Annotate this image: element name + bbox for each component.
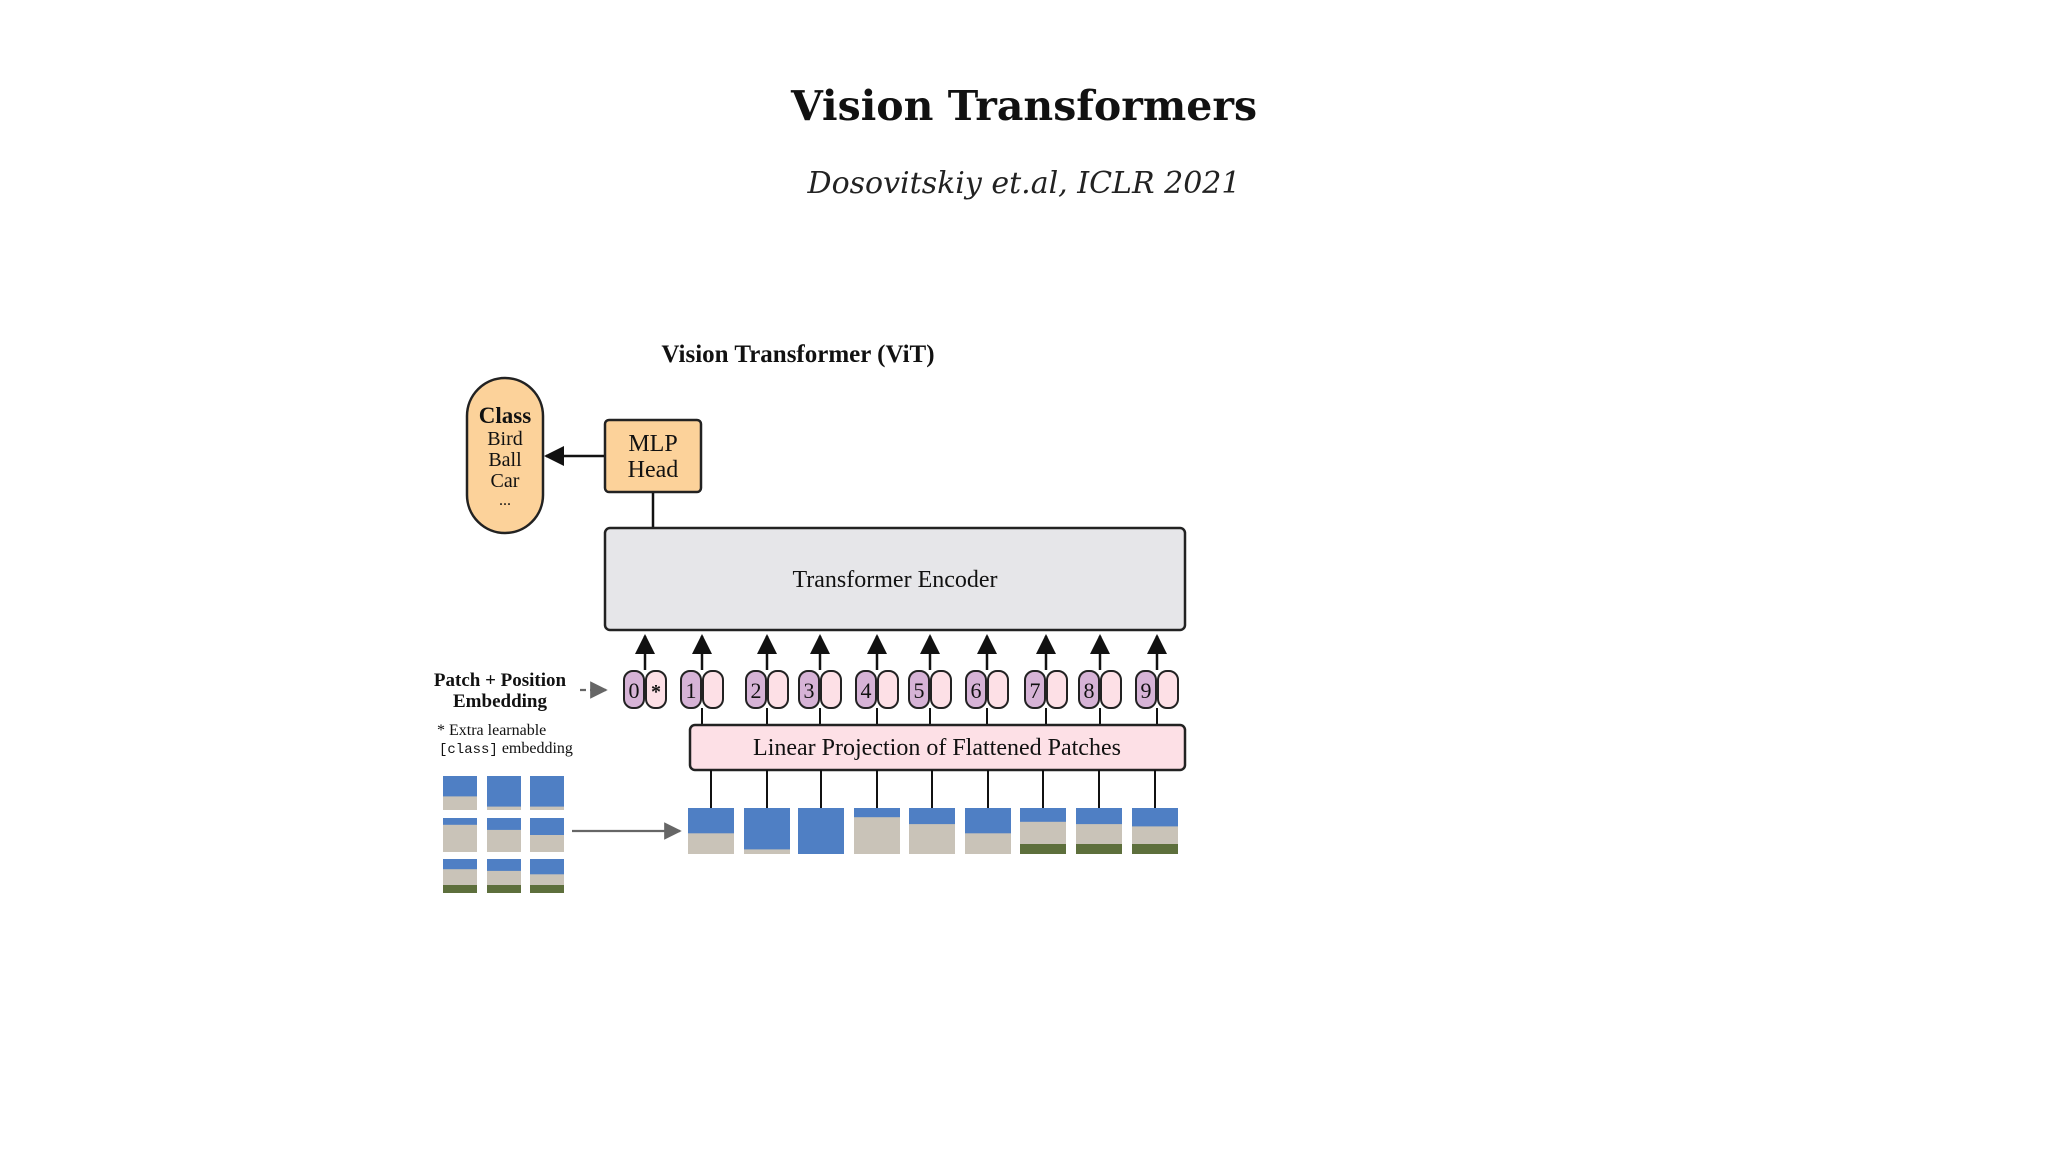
position-embedding-2 <box>745 670 767 709</box>
grid-patch-sky-2-2 <box>530 859 564 875</box>
position-embedding-8 <box>1078 670 1100 709</box>
class-embedding-note-rest: embedding <box>498 740 573 757</box>
patch-embedding-7 <box>1046 670 1068 709</box>
token-index-1: 1 <box>686 678 697 703</box>
grid-patch-sky-1-1 <box>487 818 521 830</box>
token-index-9: 9 <box>1141 678 1152 703</box>
patch-embedding-4 <box>877 670 899 709</box>
image-patch-sky-1 <box>688 808 734 834</box>
position-embedding-9 <box>1135 670 1157 709</box>
class-token-code: [class] <box>439 742 498 758</box>
grid-patch-ground-2-2 <box>530 885 564 893</box>
token-index-6: 6 <box>971 678 982 703</box>
patch-embedding-2 <box>767 670 789 709</box>
position-embedding-4 <box>855 670 877 709</box>
patch-embedding-5 <box>930 670 952 709</box>
image-patch-sky-4 <box>854 808 900 818</box>
class-item-bird: Bird <box>487 428 523 450</box>
class-embedding-note-line2: [class] embedding <box>439 740 573 758</box>
position-embedding-3 <box>798 670 820 709</box>
slide-title: Vision Transformers <box>790 82 1258 130</box>
image-patch-sky-7 <box>1020 808 1066 822</box>
grid-patch-ground-2-1 <box>487 885 521 893</box>
source-image-grid <box>443 776 564 893</box>
position-embedding-5 <box>908 670 930 709</box>
token-index-5: 5 <box>914 678 925 703</box>
position-embedding-0 <box>623 670 645 709</box>
position-embedding-1 <box>680 670 702 709</box>
grid-patch-sky-0-1 <box>487 776 521 807</box>
grid-patch-sky-0-0 <box>443 776 477 797</box>
token-index-4: 4 <box>861 678 872 703</box>
linear-projection-label: Linear Projection of Flattened Patches <box>753 735 1121 761</box>
class-item-more: ... <box>499 492 511 509</box>
image-patch-ground-9 <box>1132 844 1178 854</box>
slide-subtitle: Dosovitskiy et.al, ICLR 2021 <box>807 166 1241 201</box>
patch-embedding-1 <box>702 670 724 709</box>
patch-embedding-3 <box>820 670 842 709</box>
patch-embedding-0 <box>645 670 667 709</box>
patch-embedding-6 <box>987 670 1009 709</box>
token-index-2: 2 <box>751 678 762 703</box>
image-patch-sky-5 <box>909 808 955 825</box>
mlp-head-line2: Head <box>628 457 679 483</box>
linear-projection-box <box>688 723 1187 772</box>
grid-patch-sky-1-2 <box>530 818 564 835</box>
class-item-ball: Ball <box>488 449 522 471</box>
image-patch-ground-8 <box>1076 844 1122 854</box>
class-heading: Class <box>479 403 531 428</box>
token-index-0: 0 <box>629 678 640 703</box>
image-patch-ground-7 <box>1020 844 1066 854</box>
image-patch-sky-9 <box>1132 808 1178 827</box>
patch-embedding-8 <box>1100 670 1122 709</box>
grid-patch-ground-2-0 <box>443 885 477 893</box>
mlp-head-line1: MLP <box>628 431 677 457</box>
embedding-label-line1: Patch + Position <box>434 670 567 691</box>
token-sequence: 0 * 1 2 3 4 5 6 7 8 9 <box>623 634 1179 725</box>
class-item-car: Car <box>491 470 520 492</box>
token-index-3: 3 <box>804 678 815 703</box>
token-index-7: 7 <box>1030 678 1041 703</box>
token-index-8: 8 <box>1084 678 1095 703</box>
diagram-title: Vision Transformer (ViT) <box>661 341 934 368</box>
class-output-box <box>465 376 545 535</box>
grid-patch-sky-1-0 <box>443 818 477 825</box>
grid-patch-sky-2-1 <box>487 859 521 871</box>
position-embedding-7 <box>1024 670 1046 709</box>
grid-patch-sky-0-2 <box>530 776 564 807</box>
image-patch-sky-8 <box>1076 808 1122 825</box>
flattened-patches <box>688 770 1178 854</box>
transformer-encoder-label: Transformer Encoder <box>792 567 997 593</box>
position-embedding-6 <box>965 670 987 709</box>
grid-patch-sky-2-0 <box>443 859 477 870</box>
patch-embedding-9 <box>1157 670 1179 709</box>
class-token-marker: * <box>651 681 661 703</box>
class-embedding-note-line1: * Extra learnable <box>437 722 546 739</box>
mlp-head-box <box>603 418 703 494</box>
image-patch-sky-2 <box>744 808 790 850</box>
image-patch-sky-3 <box>798 808 844 854</box>
embedding-label-line2: Embedding <box>453 691 547 712</box>
transformer-encoder-box <box>603 526 1187 632</box>
image-patch-sky-6 <box>965 808 1011 834</box>
